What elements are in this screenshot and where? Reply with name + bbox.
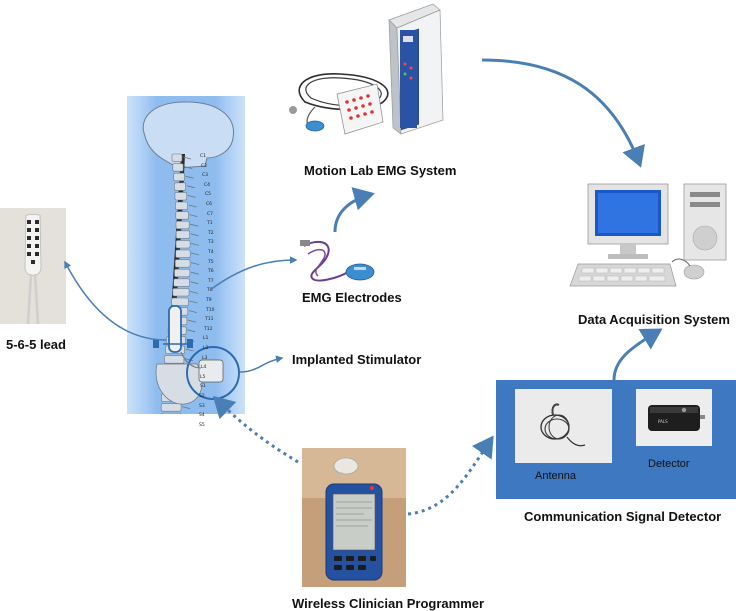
vertebra-process [191,252,200,256]
arrow-programmer-to-detector [407,435,494,516]
vertebra-process [182,156,192,160]
arrow-spine-to-lead [64,260,167,341]
vertebra-process [187,195,196,198]
vertebra-body [174,259,191,268]
vertebra-label: S4 [199,413,205,418]
vertebra-process [185,348,194,352]
vertebra-body [171,153,183,162]
vertebra-process [184,166,193,169]
vertebra-label: C3 [202,173,209,178]
vertebra-process [190,281,199,285]
vertebra-label: C5 [205,192,212,197]
emg-system-image [285,2,460,140]
vertebra-process [182,406,191,409]
vertebra-label: T11 [205,317,214,322]
vertebra-body [172,163,184,172]
vertebra-label: C7 [207,212,214,217]
vertebra-label: T3 [208,240,214,245]
comm-detector-label: Communication Signal Detector [524,509,722,524]
arrow-stimulator-to-label [239,355,284,373]
vertebra-process [190,243,200,246]
vertebra-body [174,268,191,278]
vertebra-label: T1 [207,221,213,226]
vertebra-body [160,403,182,412]
vertebra-process [190,233,199,237]
vertebra-body [173,172,185,182]
vertebra-label: T2 [208,231,214,236]
vertebra-body [175,249,191,258]
implanted-stimulator-label: Implanted Stimulator [292,352,422,367]
vertebra-label: T9 [206,298,212,303]
vertebra-label: L4 [201,365,207,370]
emg-electrodes-label: EMG Electrodes [302,290,402,305]
vertebra-process [187,329,196,333]
emg-electrodes-image [298,234,378,284]
detector-photo: PALS [636,389,712,446]
vertebra-process [190,291,199,294]
svg-text:PALS: PALS [658,419,668,424]
vertebra-label: C6 [206,202,213,207]
vertebra-process [184,358,193,361]
vertebra-body [175,230,190,239]
arrow-emg-to-daq [481,58,645,168]
vertebra-process [189,300,198,304]
vertebra-label: T7 [208,279,214,284]
vertebra-process [187,319,197,323]
vertebra-body [174,192,188,201]
vertebra-label: L5 [200,375,206,380]
vertebra-process [186,185,195,189]
vertebra-label: T8 [207,288,213,293]
vertebra-body [175,211,189,220]
arrow-detector-to-daq [612,328,663,381]
antenna-photo [515,389,612,463]
vertebra-label: S5 [199,423,205,428]
vertebra-body [175,240,191,249]
vertebra-label: C2 [201,164,208,169]
vertebra-body [173,182,186,191]
emg-system-label: Motion Lab EMG System [304,163,457,178]
vertebra-body [164,355,185,364]
vertebra-process [189,214,198,217]
vertebra-body [175,201,189,210]
data-acquisition-label: Data Acquisition System [578,312,730,327]
computer-image [560,182,730,294]
arrow-electrodes-to-emg [333,187,375,233]
vertebra-process [185,175,194,179]
vertebra-label: C4 [204,183,211,188]
vertebra-process [188,310,197,313]
vertebra-body [171,297,189,306]
vertebra-process [191,262,200,265]
vertebra-label: S2 [199,394,205,399]
vertebra-label: T4 [208,250,214,255]
vertebra-label: T5 [208,260,214,265]
vertebra-body [175,220,190,230]
vertebra-label: S1 [200,384,206,389]
vertebra-label: T10 [206,308,215,313]
arrow-programmer-to-stimulator [212,395,299,464]
vertebra-process [188,204,197,208]
programmer-label: Wireless Clinician Programmer [292,596,485,611]
vertebra-label: T6 [208,269,214,274]
vertebra-label: C1 [200,154,207,159]
vertebra-label: S3 [199,404,205,409]
vertebra-process [190,223,199,227]
vertebra-process [190,271,199,275]
lead-photo [0,208,66,325]
vertebra-body [173,278,190,287]
vertebra-label: T12 [204,327,213,332]
arrow-spine-to-electrodes [209,256,298,291]
vertebra-label: L1 [203,336,209,341]
programmer-photo [302,448,406,587]
detector-label: Detector [648,458,690,470]
vertebra-label: L2 [203,346,209,351]
vertebra-label: L3 [202,356,208,361]
lead-label: 5-6-5 lead [6,337,66,352]
comm-detector-panel: Antenna PALS Detector [496,380,736,499]
vertebra-body [172,288,190,297]
antenna-label: Antenna [535,470,576,482]
